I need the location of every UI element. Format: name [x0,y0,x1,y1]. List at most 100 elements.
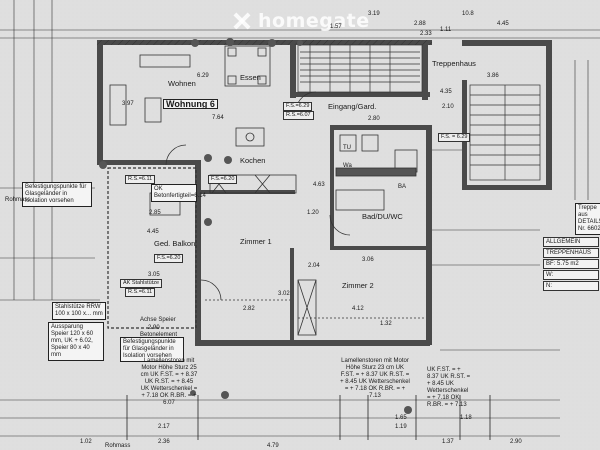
dim-label: 2.82 [243,306,255,312]
dim-label: 2.90 [148,325,160,331]
kitchen-island [235,127,265,147]
wall-bath-north [330,125,430,130]
room-label-zimmer1: Zimmer 1 [240,237,272,246]
dim-label: 1.32 [380,321,392,327]
dim-label: 3.86 [487,73,499,79]
note-befestigung-1: Befestigungspunkte für Glasgeländer in I… [22,182,92,207]
wall-zimmer1-north [200,190,295,194]
note-stahlstuetze-ak: AK Stahlstütze [120,279,163,288]
dim-label: 4.63 [313,182,325,188]
dim-label: 3.05 [148,272,160,278]
dim-label: 3.02 [278,291,290,297]
dim-label: 1.11 [440,27,452,33]
room-label-tu: TU [343,145,351,151]
wall-west-upper [97,40,103,165]
pin-mark [226,38,234,46]
wall-south [195,340,430,346]
dim-label: 1.37 [442,439,454,445]
watermark: homegate [232,8,370,34]
dim-label: 4.12 [352,306,364,312]
pin-mark [297,40,303,46]
pin-mark [191,39,199,47]
tag-rs-balkon: R.S.=6.11 [125,288,156,297]
tag-fs-eingang: F.S. = 6.29 [438,133,471,142]
dim-label: 3.97 [122,101,134,107]
homegate-x-icon [232,11,252,31]
legend-w: W: [543,270,599,280]
wall-stair-east [422,40,428,100]
wall-treppenhaus-east [546,40,552,190]
room-label-zimmer2: Zimmer 2 [342,281,374,290]
room-label-ba: BA [398,184,407,190]
dim-label: 7.64 [212,115,224,121]
dryer [361,134,379,152]
room-label-balkon: Ged. Balkon [154,239,196,248]
note-stahlstuetze-rrw: Stahlstütze RRW 100 x 100 x... mm [52,302,106,320]
room-label-essen: Essen [240,73,261,82]
wall-bath-south [330,246,426,250]
room-label-eingang: Eingang/Gard. [328,102,377,111]
dim-label: 1.57 [330,24,342,30]
chair [227,47,237,57]
chair [257,75,267,85]
dining-table [224,45,271,87]
side-table [144,97,162,123]
dim-label: 1.65 [395,415,407,421]
dimension-ticks [126,395,491,440]
pin-marks [99,38,412,414]
note-lamellen-left: Lamellenstoren mit Motor Höhe Sturz 25 c… [140,358,198,406]
wardrobe [297,279,317,336]
staircase-upper [297,44,423,93]
note-rohmass-left: Rohmass [5,197,31,203]
dim-label: 1.19 [395,424,407,430]
dim-label: 4.35 [440,89,452,95]
wall-zimmer-divider [290,248,294,343]
wall-stair-west [290,40,296,98]
note-rohmass-bottom: Rohmass [105,443,131,449]
wall-stair-south [290,92,430,97]
dim-label: 2.90 [510,439,522,445]
dim-label: 10.8 [462,11,474,17]
tag-rs-wohnung: R.S.=6.07 [283,111,314,120]
dim-label: 1.18 [460,415,472,421]
dim-label: 6.29 [197,73,209,79]
pin-mark [221,391,229,399]
legend-treppenhaus: TREPPENHAUS [543,248,599,258]
dim-label: 4.79 [267,443,279,449]
dim-label: 2.10 [442,104,454,110]
dim-label: 4.45 [497,21,509,27]
room-label-wa: Wa [343,163,352,169]
counter-cross [254,174,271,194]
dim-label: 2.85 [149,210,161,216]
sideboard [109,84,127,126]
wall-kitchen-south [97,160,197,165]
note-betonfertigteil: OK Betonfertigteil=6.14 [151,184,206,202]
staircase-treppenhaus [469,84,541,181]
door-swing [200,279,222,301]
pin-mark [224,156,232,164]
dim-label: 2.80 [368,116,380,122]
note-lamellen-right: Lamellenstoren mit Motor Höhe Sturz 23 c… [340,358,410,399]
tag-rs-kochen: F.S.=6.20 [208,175,238,184]
wall-west-lower [195,160,201,345]
pin-mark [99,161,107,169]
bathtub [335,189,385,211]
chair [257,47,267,57]
tag-fs-balkon: F.S.=6.20 [154,254,184,263]
dim-label: 2.04 [308,263,320,269]
legend-box: ALLGEMEIN TREPPENHAUS BF: 5.75 m2 W: N: [543,237,599,292]
dim-label: 1.02 [80,439,92,445]
dim-label: 3.06 [362,257,374,263]
note-aussparung: Aussparung Speier 120 x 60 mm, UK + 6.02… [48,322,104,361]
room-label-bad: Bad/DU/WC [362,212,403,221]
dim-label: 2.88 [414,21,426,27]
wall-bath-west [330,125,334,250]
dim-label: 2.36 [158,439,170,445]
hob [245,132,255,142]
note-achse-speier: Achse Speier [140,317,176,323]
pin-mark [204,218,212,226]
sofa [139,54,191,68]
legend-n: N: [543,281,599,291]
